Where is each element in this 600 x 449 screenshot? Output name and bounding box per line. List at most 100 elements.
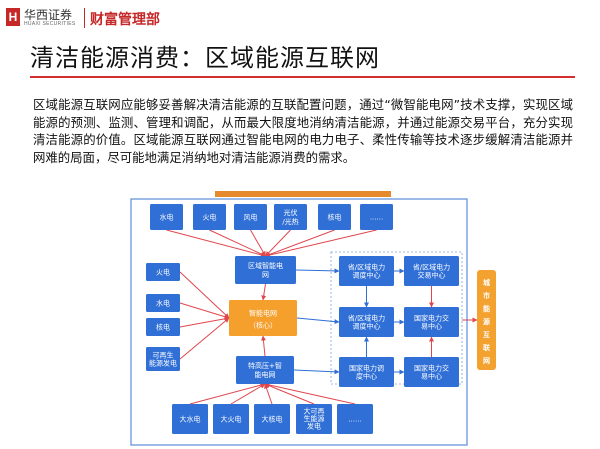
regional-to-core-arrow [261,283,267,301]
trading-center-node-label: 省/区域电力 [413,262,450,271]
bottom-source-node-box [296,404,332,434]
bottom-source-node-label: 发电 [307,422,321,431]
city-energy-internet-char: 城 [483,278,490,287]
top-source-node: 火电 [193,204,226,230]
company-name-en: HUAXI SECURITIES [24,21,76,27]
top-source-node-label: 火电 [203,213,217,222]
core-smart-grid-node-label: （核心） [249,320,277,329]
uhv-grid-node-label: 能电网 [255,370,276,379]
uhv-grid-node-label: 特高压+智 [248,361,282,370]
city-energy-internet-char: 联 [483,343,491,352]
city-energy-internet-box [477,270,496,370]
top-source-node: 光伏/光热 [274,204,307,230]
trading-center-node-label: 国家电力交 [414,363,449,372]
top-source-node: 核电 [318,204,351,230]
bottom-source-node-label: 大可再 [304,407,325,416]
uhv-to-core-arrow [260,335,266,357]
bottom-source-node-box [172,404,208,434]
bottom-source-node-box [337,404,373,434]
regional-grid-node-label: 网 [262,271,269,279]
slide-title: 清洁能源消费：区域能源互联网 [30,44,380,72]
left-source-node-box [146,318,180,336]
top-source-node-box [318,204,351,230]
trading-center-node-label: 易中心 [421,321,442,330]
city-energy-internet-char: 市 [483,291,490,300]
bottom-source-node-label: 大火电 [221,415,242,424]
city-energy-internet-char: 能 [483,304,490,313]
bottom-to-uhv-arrow [189,382,266,405]
trading-center-node-label: 易中心 [421,371,442,380]
diagram-top-bar [215,191,391,197]
core-smart-grid-node: 智能电网（核心） [229,300,297,336]
title-underline [30,76,575,78]
trading-center-node-label: 交易中心 [418,270,446,279]
uhv-to-dispatch-arrow [293,369,340,375]
uhv-grid-node: 特高压+智能电网 [236,356,294,384]
city-energy-internet-char: 网 [483,357,490,365]
top-source-node: 水电 [150,204,183,230]
left-source-node-box [146,263,180,281]
diagram-nodes: 水电火电风电光伏/光热核电......区域智能电网火电水电核电可再生能源发电智能… [146,204,496,434]
left-source-node-box [146,294,180,312]
top-source-node-label: ...... [370,214,383,222]
top-source-node-label: /光热 [282,217,298,226]
left-source-node: 水电 [146,294,180,312]
core-smart-grid-node-box [229,300,297,336]
top-source-node-label: 风电 [244,213,258,222]
bottom-to-uhv-arrow [264,383,315,405]
dispatch-center-node-label: 调度中心 [353,270,381,279]
left-source-node: 火电 [146,263,180,281]
top-source-node-label: 核电 [328,213,342,222]
dispatch-center-node-label: 度中心 [356,371,377,380]
top-source-node-box [360,204,393,230]
left-source-node-label: 火电 [156,267,170,276]
regional-to-dispatch-arrow [295,268,340,274]
bottom-source-node: 大火电 [213,404,249,434]
dispatch-center-node-box [339,256,394,286]
logo-divider [84,8,85,28]
dispatch-center-node-label: 调度中心 [353,321,381,330]
regional-grid-node-label: 区域智能电 [248,261,283,270]
bottom-source-node-box [213,404,249,434]
left-to-core-arrow [179,317,230,360]
bottom-source-node: ...... [337,404,373,434]
top-source-node-box [274,204,307,230]
dispatch-center-node-label: 国家电力调 [349,363,384,372]
bottom-source-node-box [254,404,290,434]
diagram-connectors [166,229,478,405]
top-source-node-label: 光伏 [284,208,298,217]
top-source-node-box [193,204,226,230]
dispatch-center-node-box [339,307,394,337]
trading-center-node-label: 国家电力交 [414,313,449,322]
left-source-node-label: 核电 [156,322,170,331]
left-to-core-arrow [179,316,230,328]
top-source-node-label: 水电 [160,213,174,222]
left-to-core-arrow [179,302,230,320]
dispatch-center-node-box [339,357,394,387]
bottom-source-node-label: ...... [348,416,361,424]
regional-grid-node-box [235,256,296,284]
top-source-node-box [150,204,183,230]
dispatch-center-node-label: 省/区域电力 [348,313,385,322]
trading-center-node-box [404,357,459,387]
dispatch-group-frame [330,251,463,385]
top-to-regional-arrow [209,229,266,257]
bottom-to-uhv-arrow [230,383,266,405]
bottom-source-node: 大核电 [254,404,290,434]
bottom-source-node-label: 生能源 [304,414,325,423]
bottom-source-node-label: 大水电 [180,415,201,424]
trading-center-node-box [404,307,459,337]
left-source-node-box [146,347,180,371]
top-to-regional-arrow [265,229,335,257]
bottom-source-node-label: 大核电 [262,415,283,424]
